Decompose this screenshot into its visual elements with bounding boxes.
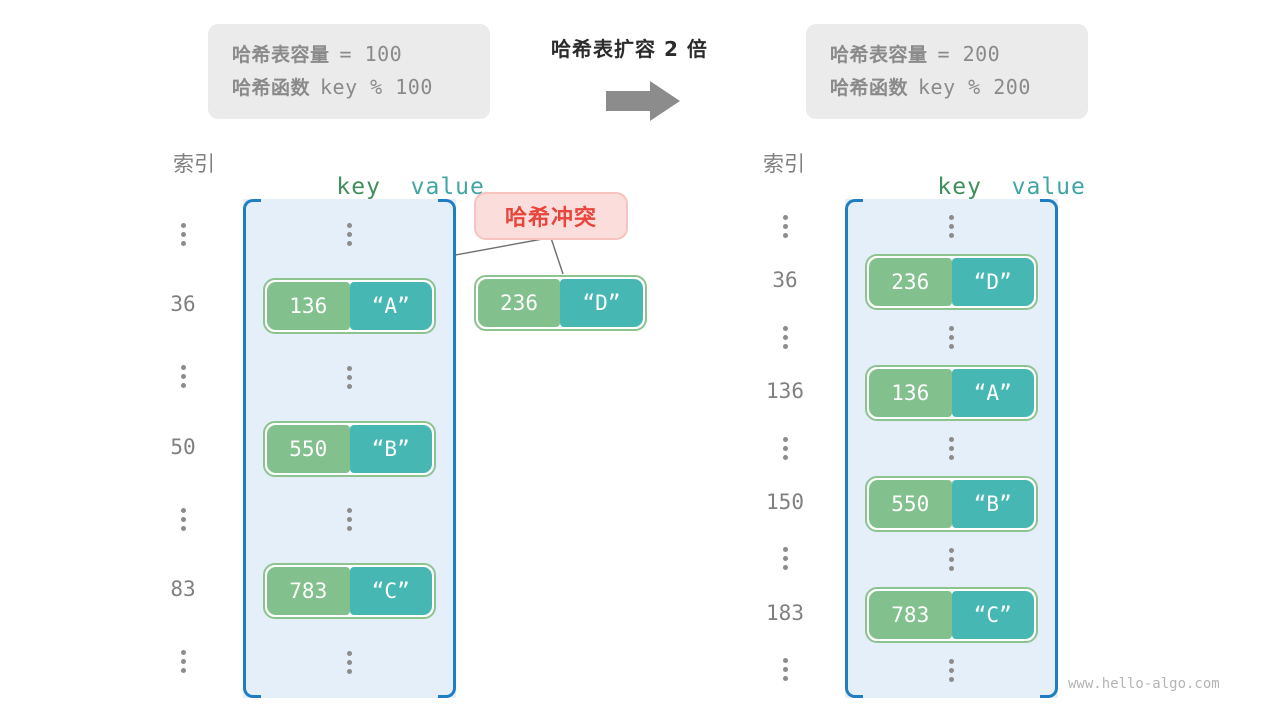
collision-badge: 哈希冲突 [474, 192, 628, 240]
left-index-label: 36 [170, 291, 196, 316]
left-table-row [243, 632, 456, 692]
left-header-value: value [410, 174, 485, 200]
right-capacity-line: 哈希表容量 = 200 [830, 38, 1064, 71]
right-function-value: key % 200 [918, 74, 1031, 99]
right-capacity-label: 哈希表容量 [830, 44, 928, 66]
right-table-row: 136“A” [845, 363, 1058, 423]
left-entry: 550“B” [263, 420, 436, 477]
right-entry-value: “A” [951, 369, 1034, 418]
left-table-row: 550“B” [243, 419, 456, 479]
left-entry-key: 550 [267, 424, 350, 473]
right-hash-table: 236“D” 136“A” 550“B” 783“C” [845, 199, 1058, 698]
watermark: www.hello-algo.com [1068, 676, 1220, 692]
right-table-row [845, 419, 1058, 479]
diagram-title: 哈希表扩容 2 倍 [551, 37, 708, 61]
right-index-ellipsis [745, 658, 825, 682]
left-function-value: key % 100 [320, 74, 433, 99]
left-entry: 783“C” [263, 563, 436, 620]
left-config-box: 哈希表容量 = 100 哈希函数 key % 100 [208, 24, 490, 119]
right-index-ellipsis [745, 547, 825, 571]
left-entry: 136“A” [263, 277, 436, 334]
right-index-label: 183 [766, 600, 804, 625]
right-table-row [845, 640, 1058, 700]
right-index-label: 36 [772, 268, 798, 293]
left-header-key: key [336, 174, 381, 200]
left-capacity-value: = 100 [339, 42, 403, 66]
left-capacity-line: 哈希表容量 = 100 [232, 38, 466, 71]
left-entry-value: “A” [349, 281, 432, 330]
left-row-ellipsis [347, 365, 352, 389]
left-index-ellipsis [143, 650, 223, 674]
right-table-row: 550“B” [845, 474, 1058, 534]
left-table-row: 783“C” [243, 561, 456, 621]
left-table-row [243, 347, 456, 407]
right-header-index: 索引 [763, 152, 805, 176]
left-header-keyvalue: key value [277, 148, 485, 226]
right-table-row [845, 197, 1058, 257]
right-index-ellipsis [745, 436, 825, 460]
right-table-row: 783“C” [845, 585, 1058, 645]
right-row-ellipsis [949, 547, 954, 571]
left-table-row [243, 205, 456, 265]
left-index-ellipsis [143, 507, 223, 531]
left-entry-key: 783 [267, 567, 350, 616]
right-row-ellipsis [949, 658, 954, 682]
right-row-ellipsis [949, 437, 954, 460]
right-row-ellipsis [949, 326, 954, 350]
collision-entry-key: 236 [478, 279, 561, 327]
left-table-row: 136“A” [243, 276, 456, 336]
right-entry-value: “B” [951, 479, 1034, 528]
left-hash-table: 136“A” 550“B” 783“C” [243, 199, 456, 698]
right-capacity-value: = 200 [937, 42, 1001, 66]
right-entry: 783“C” [865, 586, 1038, 643]
right-config-box: 哈希表容量 = 200 哈希函数 key % 200 [806, 24, 1088, 119]
right-header-key: key [937, 174, 982, 200]
left-entry-value: “C” [349, 567, 432, 616]
left-header-index: 索引 [173, 152, 215, 176]
left-entry-value: “B” [349, 424, 432, 473]
right-row-ellipsis [949, 215, 954, 239]
left-function-label: 哈希函数 [232, 76, 311, 99]
right-index-label: 136 [766, 379, 804, 404]
left-function-line: 哈希函数 key % 100 [232, 71, 466, 104]
right-index-ellipsis [745, 214, 825, 238]
right-index-ellipsis [745, 325, 825, 349]
right-table-row [845, 308, 1058, 368]
collision-entry-value: “D” [560, 279, 643, 327]
left-index-ellipsis [143, 222, 223, 246]
left-row-ellipsis [347, 650, 352, 674]
right-entry-key: 236 [869, 258, 952, 307]
right-function-label: 哈希函数 [830, 76, 909, 99]
right-entry-key: 136 [869, 369, 952, 418]
right-index-label: 150 [766, 489, 804, 514]
left-index-label: 83 [170, 577, 196, 602]
left-index-ellipsis [143, 365, 223, 389]
right-header-value: value [1011, 174, 1086, 200]
right-arrow-icon [606, 79, 680, 127]
right-entry-key: 550 [869, 479, 952, 528]
right-header-keyvalue: key value [878, 148, 1086, 226]
left-capacity-label: 哈希表容量 [232, 44, 330, 66]
left-row-ellipsis [347, 508, 352, 532]
right-table-row: 236“D” [845, 252, 1058, 312]
right-table-row [845, 529, 1058, 589]
left-table-row [243, 490, 456, 550]
right-function-line: 哈希函数 key % 200 [830, 71, 1064, 104]
right-entry-value: “D” [951, 258, 1034, 307]
collision-entry: 236 “D” [474, 275, 647, 331]
right-entry: 550“B” [865, 475, 1038, 532]
right-entry: 236“D” [865, 254, 1038, 311]
right-entry-value: “C” [951, 590, 1034, 639]
left-entry-key: 136 [267, 281, 350, 330]
right-entry: 136“A” [865, 365, 1038, 422]
left-index-label: 50 [170, 434, 196, 459]
right-entry-key: 783 [869, 590, 952, 639]
left-row-ellipsis [347, 223, 352, 247]
